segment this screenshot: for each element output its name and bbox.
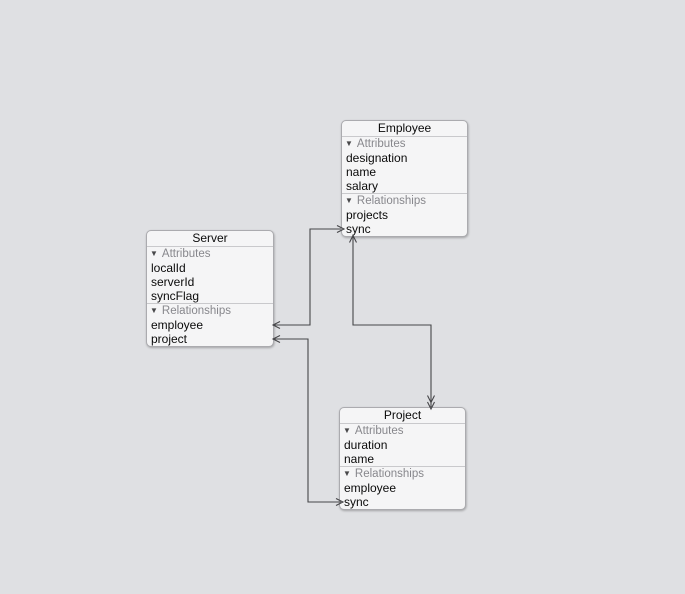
- relationship-employee[interactable]: employee: [344, 481, 397, 495]
- attribute-name[interactable]: name: [346, 165, 377, 179]
- attribute-serverid[interactable]: serverId: [151, 275, 195, 289]
- entity-employee[interactable]: Employee ▼Attributes designation name sa…: [341, 120, 468, 237]
- disclosure-triangle-icon[interactable]: ▼: [345, 196, 353, 205]
- relationship-sync[interactable]: sync: [346, 222, 371, 236]
- disclosure-triangle-icon[interactable]: ▼: [343, 426, 351, 435]
- attribute-localid[interactable]: localId: [151, 261, 186, 275]
- relationship-project[interactable]: project: [151, 332, 188, 346]
- entity-server[interactable]: Server ▼Attributes localId serverId sync…: [146, 230, 274, 347]
- disclosure-triangle-icon[interactable]: ▼: [345, 139, 353, 148]
- attribute-designation[interactable]: designation: [346, 151, 408, 165]
- disclosure-triangle-icon[interactable]: ▼: [343, 469, 351, 478]
- relationships-section-header[interactable]: ▼Relationships: [147, 303, 273, 318]
- connector-server-project-to-project-sync: [271, 335, 345, 506]
- entity-title[interactable]: Project: [340, 408, 465, 424]
- relationships-section-header[interactable]: ▼Relationships: [342, 193, 467, 208]
- disclosure-triangle-icon[interactable]: ▼: [150, 249, 158, 258]
- disclosure-triangle-icon[interactable]: ▼: [150, 306, 158, 315]
- entity-title[interactable]: Server: [147, 231, 273, 247]
- relationship-sync[interactable]: sync: [344, 495, 369, 509]
- relationship-employee[interactable]: employee: [151, 318, 204, 332]
- section-label: Attributes: [354, 425, 404, 437]
- attribute-duration[interactable]: duration: [344, 438, 388, 452]
- attribute-salary[interactable]: salary: [346, 179, 379, 193]
- attributes-section-header[interactable]: ▼Attributes: [340, 424, 465, 438]
- connector-server-employee-to-employee-sync: [271, 225, 346, 329]
- section-label: Attributes: [356, 138, 406, 150]
- attributes-section-header[interactable]: ▼Attributes: [147, 247, 273, 261]
- entity-project[interactable]: Project ▼Attributes duration name ▼Relat…: [339, 407, 466, 510]
- connector-employee-projects-to-project-employee: [349, 234, 435, 411]
- section-label: Relationships: [356, 195, 426, 207]
- attribute-syncflag[interactable]: syncFlag: [151, 289, 200, 303]
- entity-title[interactable]: Employee: [342, 121, 467, 137]
- relationships-section-header[interactable]: ▼Relationships: [340, 466, 465, 481]
- attribute-name[interactable]: name: [344, 452, 375, 466]
- relationship-projects[interactable]: projects: [346, 208, 389, 222]
- section-label: Relationships: [354, 468, 424, 480]
- section-label: Relationships: [161, 305, 231, 317]
- section-label: Attributes: [161, 248, 211, 260]
- attributes-section-header[interactable]: ▼Attributes: [342, 137, 467, 151]
